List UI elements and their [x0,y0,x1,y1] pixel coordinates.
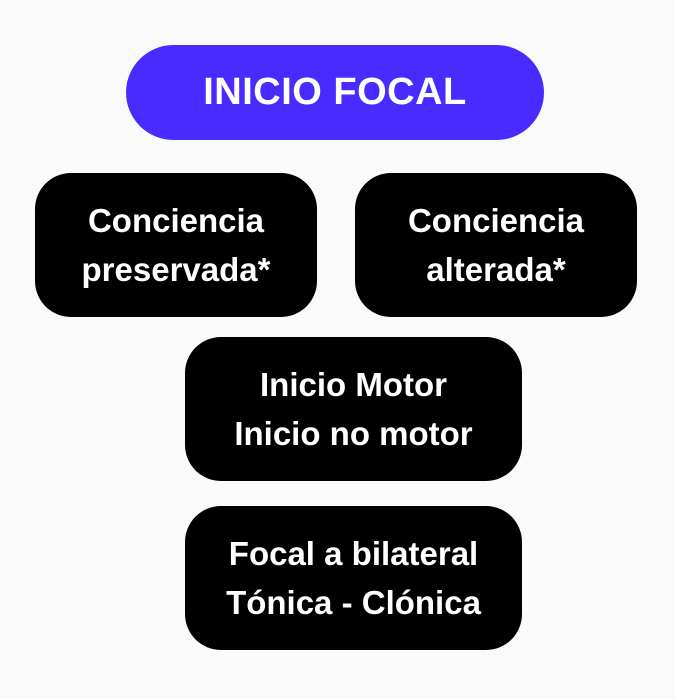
node-conciencia-preservada: Conciencia preservada* [35,173,317,317]
node-line: Conciencia [87,202,265,239]
node-line: preservada* [81,251,271,288]
title-label: INICIO FOCAL [203,71,467,113]
node-line: alterada* [426,251,566,288]
node-focal-a-bilateral: Focal a bilateral Tónica - Clónica [185,506,522,650]
title-pill: INICIO FOCAL [126,45,544,140]
node-conciencia-alterada: Conciencia alterada* [355,173,637,317]
node-line: Conciencia [407,202,585,239]
node-line: Tónica - Clónica [226,584,481,621]
node-line: Focal a bilateral [228,535,479,572]
node-line: Inicio Motor [260,366,447,403]
node-line: Inicio no motor [234,415,473,452]
node-inicio-motor: Inicio Motor Inicio no motor [185,337,522,481]
